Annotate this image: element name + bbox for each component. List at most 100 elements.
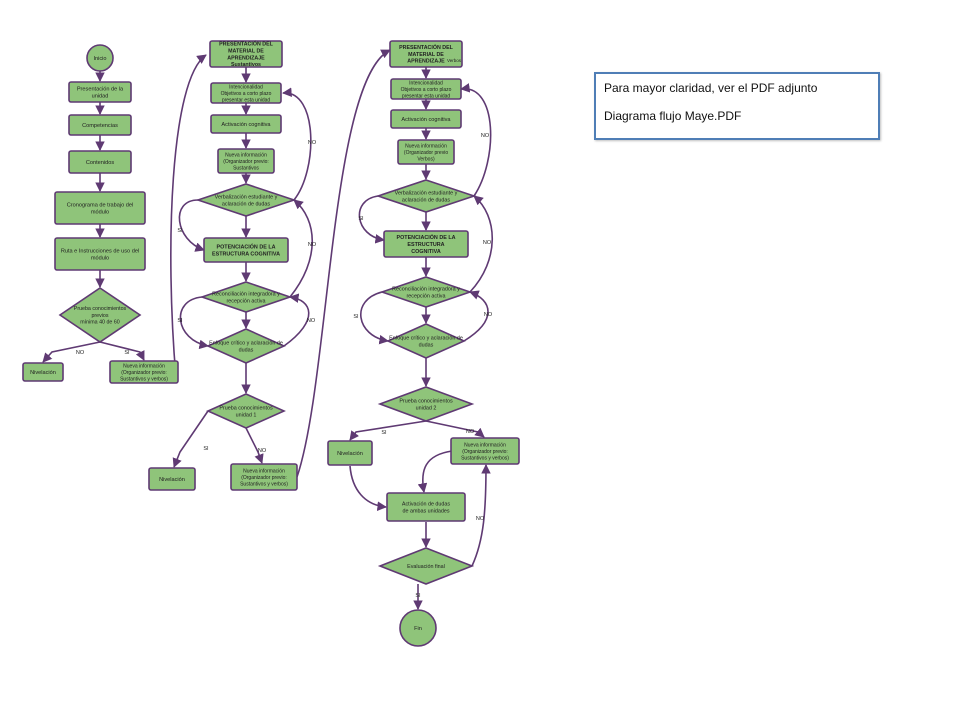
new-info-box-1: [109, 360, 179, 384]
schedule-box: [54, 191, 146, 225]
edge-test3-si: [349, 420, 427, 441]
label-no-2: NO: [308, 140, 317, 146]
material-box-3: [389, 40, 463, 68]
new-info-box-3-text: Nueva información(Organizador previo:Sus…: [240, 468, 288, 487]
label-no-9: NO: [466, 429, 475, 435]
intent-box-3: [390, 78, 462, 100]
label-yes-6: SI: [353, 314, 359, 320]
route-box: [54, 237, 146, 271]
final-eval-diamond-text: Evaluación final: [407, 564, 445, 570]
label-no-10: NO: [476, 516, 485, 522]
contents-box: [68, 150, 132, 174]
label-yes-5: SI: [358, 216, 364, 222]
activation-box-2-text: Activación cognitiva: [221, 122, 271, 128]
edge-newinfo-flow2: [170, 54, 207, 379]
edge-final-no-loop: [471, 464, 491, 567]
note-line-2: Diagrama flujo Maye.PDF: [604, 109, 742, 123]
doubts-activation-box: [386, 492, 466, 522]
activation-box-2: [210, 114, 282, 134]
label-no-5: NO: [258, 448, 267, 454]
unit-test-diamond-1: [206, 393, 286, 429]
prior-knowledge-test-diamond: [58, 287, 142, 343]
label-no-7: NO: [483, 240, 492, 246]
edge-recon-no-loop-3: [469, 195, 493, 293]
reconciliation-diamond-3: [379, 276, 473, 308]
note-line-1: Para mayor claridad, ver el PDF adjunto: [604, 81, 818, 95]
leveling-box-2-text: Nivelación: [159, 477, 185, 483]
edge-leveling-doubts: [349, 465, 387, 511]
label-no-3: NO: [308, 242, 317, 248]
label-yes-1: SI: [124, 350, 130, 356]
reconciliation-diamond-2: [199, 281, 293, 313]
label-no-4: NO: [307, 318, 316, 324]
competencies-box: [68, 114, 132, 136]
critical-diamond-2: [206, 328, 286, 364]
end-node-text: Fin: [414, 626, 422, 632]
edge-newinfo-flow3: [296, 49, 391, 478]
new-info-box-5-text: Nueva información(Organizador previo:Sus…: [461, 442, 509, 461]
edge-verbal-si-loop-3: [358, 195, 385, 244]
edge-verbal-no-loop: [282, 87, 312, 201]
competencies-box-text: Competencias: [82, 123, 118, 129]
critical-diamond-3: [386, 323, 466, 359]
label-yes-7: SI: [381, 430, 387, 436]
edge-verbal-no-loop-3: [460, 83, 492, 197]
leveling-box-3: [327, 440, 373, 466]
unit-test-diamond-2: [377, 386, 475, 422]
potentiation-box-3: [383, 230, 469, 258]
edge-critical-no-loop: [283, 293, 310, 347]
activation-box-3-text: Activación cognitiva: [401, 117, 451, 123]
edge-test3-no: [425, 420, 485, 438]
contents-box-text: Contenidos: [86, 160, 115, 166]
label-yes-8: SI: [415, 593, 421, 599]
label-yes-4: SI: [203, 446, 209, 452]
edge-unittest-si: [172, 410, 209, 468]
label-yes-2: SI: [177, 228, 183, 234]
note-box: Para mayor claridad, ver el PDF adjunto …: [594, 72, 880, 140]
edge-verbal-si-loop: [178, 199, 205, 252]
start-node-text: Inicio: [93, 56, 106, 62]
leveling-box-2: [148, 467, 196, 491]
edge-recon-no-loop: [289, 199, 313, 298]
label-yes-3: SI: [177, 318, 183, 324]
verbalization-diamond-3: [375, 179, 477, 213]
leveling-box-1-text: Nivelación: [30, 370, 56, 376]
edge-recon-si-loop: [179, 296, 209, 350]
new-info-box-1-text: Nueva información(Organizador previo:Sus…: [120, 363, 168, 382]
verbalization-diamond-2: [195, 183, 297, 217]
label-no-8: NO: [484, 312, 493, 318]
start-node: [86, 44, 114, 72]
edge-test-yes: [99, 341, 145, 361]
end-node: [399, 609, 437, 647]
leveling-box-1: [22, 362, 64, 382]
intent-box-2: [210, 82, 282, 104]
new-info-box-3: [230, 463, 298, 491]
presentation-unit-box: [68, 81, 132, 103]
material-tag-verbos: Verbos: [447, 58, 462, 63]
edge-newinfo-doubts: [417, 450, 453, 493]
leveling-box-3-text: Nivelación: [337, 451, 363, 457]
new-info-box-2-text: Nueva información(Organizador previo:Sus…: [223, 152, 269, 171]
new-info-box-5: [450, 437, 520, 465]
edge-test-no: [42, 341, 101, 363]
